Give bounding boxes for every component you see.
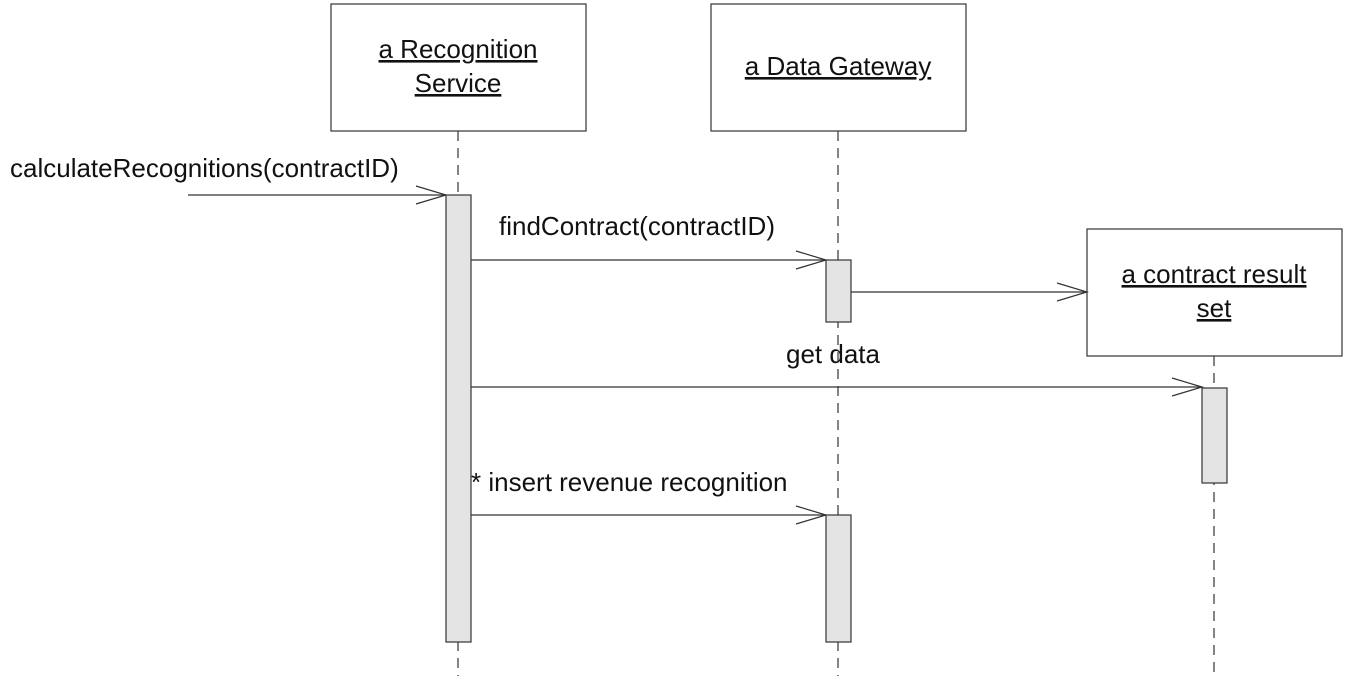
message-find-contract: findContract(contractID) xyxy=(471,211,829,270)
activation-data-gateway-find xyxy=(825,259,852,323)
participant-label-line2: set xyxy=(1197,293,1232,323)
message-create-result-set xyxy=(851,282,1090,302)
participant-box xyxy=(710,3,967,132)
open-arrowhead xyxy=(795,505,829,525)
participant-box xyxy=(330,3,587,132)
message-calculate-recognitions: calculateRecognitions(contractID) xyxy=(10,153,449,205)
open-arrowhead xyxy=(795,250,829,270)
open-arrowhead xyxy=(1056,282,1090,302)
participant-label-line1: a Recognition xyxy=(379,34,538,64)
participant-recognition-service: a Recognition Service xyxy=(330,3,587,132)
participant-label-line2: Service xyxy=(415,68,502,98)
activation-contract-result-set xyxy=(1201,387,1228,484)
message-label: get data xyxy=(786,339,881,369)
message-insert-revenue-recognition: * insert revenue recognition xyxy=(471,467,829,525)
participant-contract-result-set: a contract result set xyxy=(1086,228,1343,357)
activation-recognition-service xyxy=(445,194,472,643)
open-arrowhead xyxy=(415,185,449,205)
message-label: calculateRecognitions(contractID) xyxy=(10,153,399,183)
participant-label-line1: a Data Gateway xyxy=(745,51,931,81)
message-label: * insert revenue recognition xyxy=(471,467,788,497)
participant-data-gateway: a Data Gateway xyxy=(710,3,967,132)
participant-label-line1: a contract result xyxy=(1122,259,1308,289)
message-label: findContract(contractID) xyxy=(499,211,775,241)
activation-data-gateway-insert xyxy=(825,514,852,643)
open-arrowhead xyxy=(1171,377,1205,397)
message-get-data: get data xyxy=(471,339,1205,397)
